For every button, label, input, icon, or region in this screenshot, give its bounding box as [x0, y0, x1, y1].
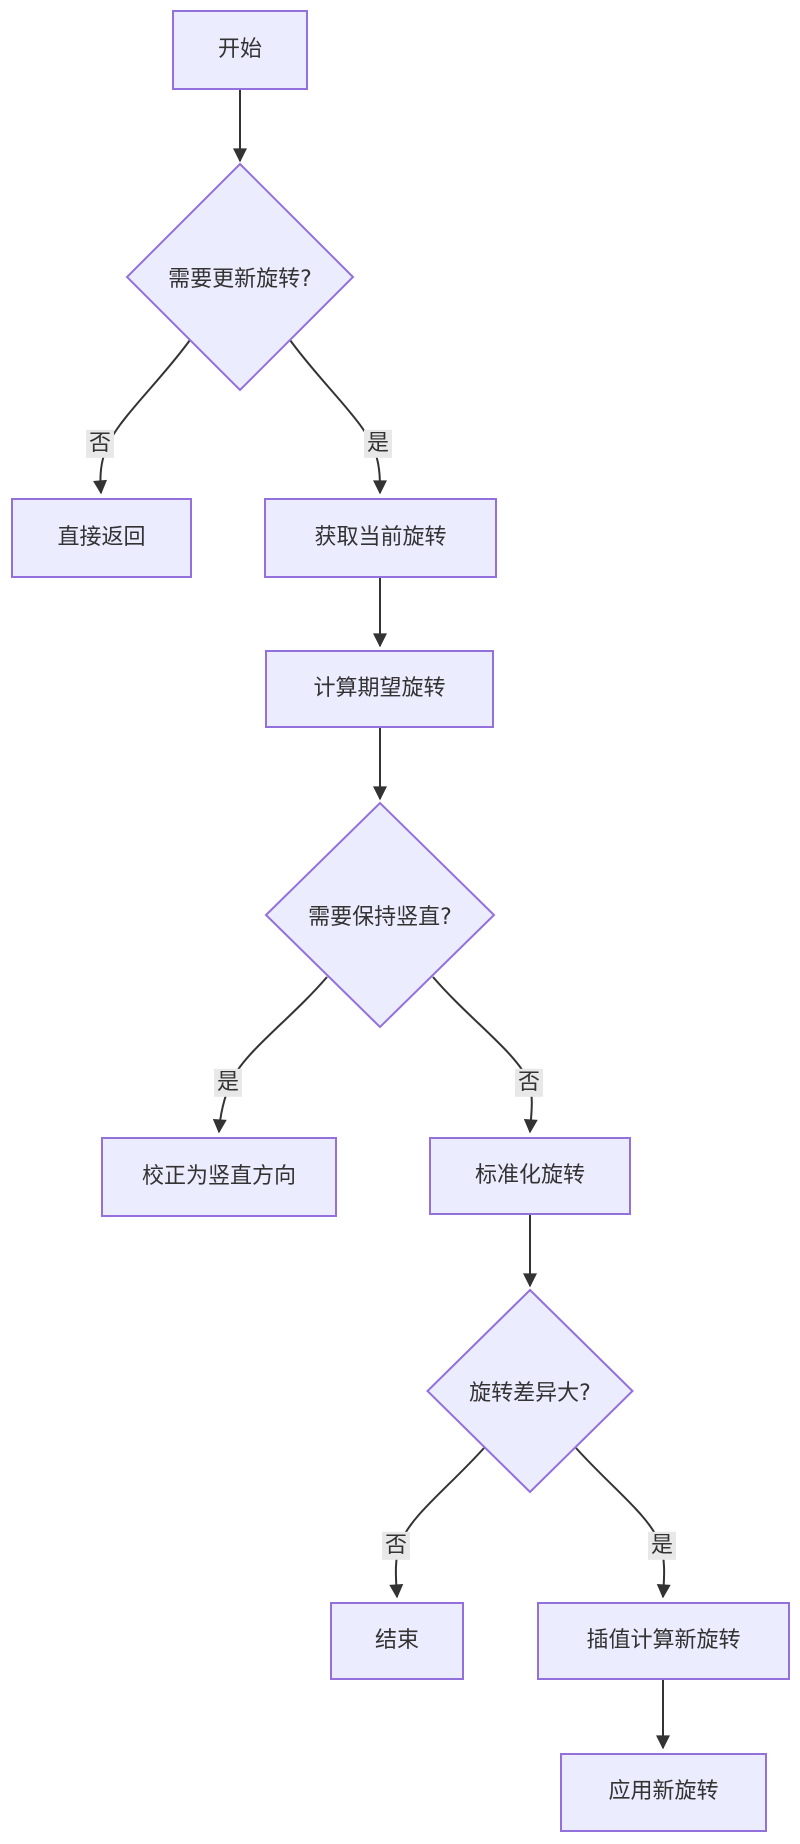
diamond-check-diff: [426, 1288, 634, 1494]
edge-label-diff-yes: 是: [647, 1531, 677, 1561]
edge-check-upright-yes-to-correct: [212, 976, 328, 1134]
node-get-current-rotation: 获取当前旋转: [264, 498, 497, 578]
edge-check-diff-yes-to-interpolate: [575, 1447, 671, 1599]
node-apply-rotation: 应用新旋转: [560, 1753, 767, 1832]
edge-label-update-no: 否: [85, 429, 115, 459]
diamond-check-upright: [264, 801, 496, 1029]
node-start: 开始: [172, 10, 308, 90]
node-direct-return: 直接返回: [11, 498, 192, 578]
node-normalize-rotation: 标准化旋转: [429, 1137, 631, 1215]
edge-check-diff-no-to-end: [389, 1447, 485, 1599]
node-interpolate-rotation: 插值计算新旋转: [537, 1602, 790, 1680]
edge-label-update-yes: 是: [363, 429, 393, 459]
node-calc-desired-rotation: 计算期望旋转: [265, 650, 494, 728]
diamond-check-update: [125, 162, 355, 392]
edge-label-upright-yes: 是: [213, 1068, 243, 1098]
edge-label-upright-no: 否: [514, 1068, 544, 1098]
edge-label-diff-no: 否: [381, 1531, 411, 1561]
edge-check-upright-no-to-normalize: [432, 976, 538, 1134]
node-end: 结束: [330, 1602, 464, 1680]
edge-check-update-yes-to-get: [289, 339, 387, 495]
node-correct-upright: 校正为竖直方向: [101, 1137, 337, 1217]
edge-check-update-no-to-return: [93, 339, 191, 495]
